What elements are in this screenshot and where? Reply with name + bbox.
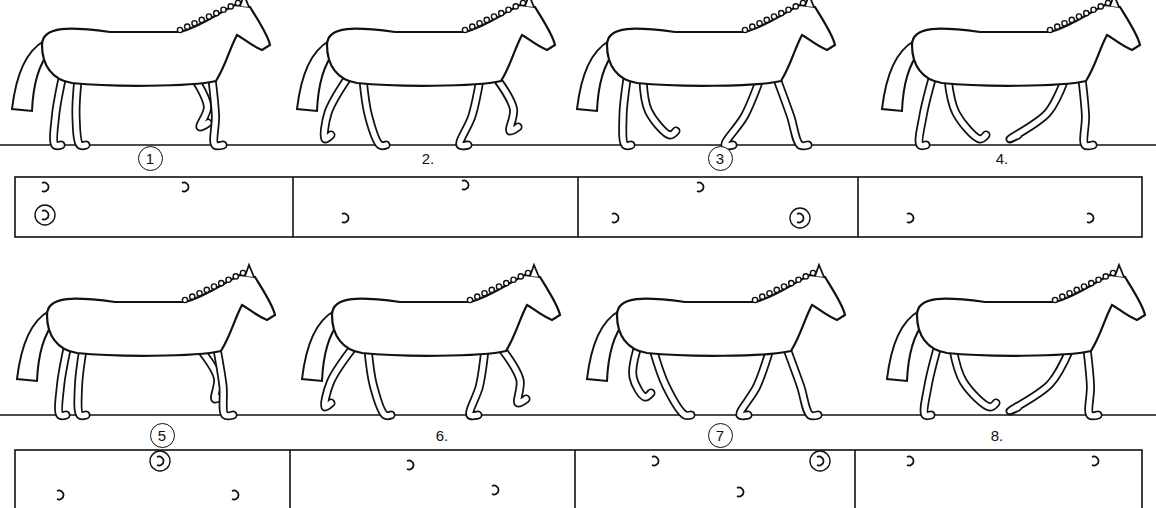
- hoofprint: [810, 451, 830, 471]
- footfall-box: [15, 177, 1142, 237]
- footfall-box: [15, 450, 1142, 508]
- hoofprint: [232, 491, 239, 500]
- step-number: 3: [716, 151, 724, 166]
- ground-line: [0, 414, 1156, 416]
- hoofprint: [57, 491, 64, 500]
- hoofprint: [1092, 457, 1099, 466]
- step-number: 4.: [996, 151, 1009, 166]
- step-number: 8.: [991, 428, 1004, 443]
- hoofprint: [737, 488, 744, 497]
- hoofprint: [407, 461, 414, 470]
- step-number: 5: [158, 428, 166, 443]
- box-divider: [574, 450, 576, 508]
- hoofprint: [182, 183, 189, 192]
- hoofprint: [612, 214, 619, 223]
- hoofprint: [150, 451, 170, 471]
- box-divider: [292, 177, 294, 237]
- hoofprint: [42, 183, 49, 192]
- box-divider: [577, 177, 579, 237]
- horse-figure: [302, 265, 560, 416]
- box-divider: [854, 450, 856, 508]
- box-divider: [857, 177, 859, 237]
- hoofprint: [492, 486, 499, 495]
- hoofprint: [907, 457, 914, 466]
- step-number: 7: [716, 428, 724, 443]
- horse-figure: [12, 0, 270, 146]
- hoofprint: [1087, 214, 1094, 223]
- step-number-circle: 7: [708, 423, 733, 448]
- hoofprint: [907, 214, 914, 223]
- step-number: 2.: [422, 151, 435, 166]
- hoofprint: [462, 181, 469, 190]
- hoofprint: [342, 214, 349, 223]
- box-divider: [289, 450, 291, 508]
- hoofprint: [652, 457, 659, 466]
- step-number: 6.: [436, 428, 449, 443]
- step-number: 1: [146, 151, 154, 166]
- ground-line: [0, 144, 1156, 146]
- step-number-circle: 3: [708, 146, 733, 171]
- step-number-circle: 5: [150, 423, 175, 448]
- step-number-circle: 1: [138, 146, 163, 171]
- horse-figure: [17, 265, 275, 416]
- horse-figure: [882, 0, 1140, 146]
- horse-figure: [587, 265, 845, 416]
- hoofprint: [790, 208, 810, 228]
- hoofprint: [35, 205, 55, 225]
- horse-figure: [297, 0, 555, 146]
- horse-figure: [577, 0, 835, 146]
- horse-figure: [887, 265, 1145, 416]
- hoofprint: [697, 183, 704, 192]
